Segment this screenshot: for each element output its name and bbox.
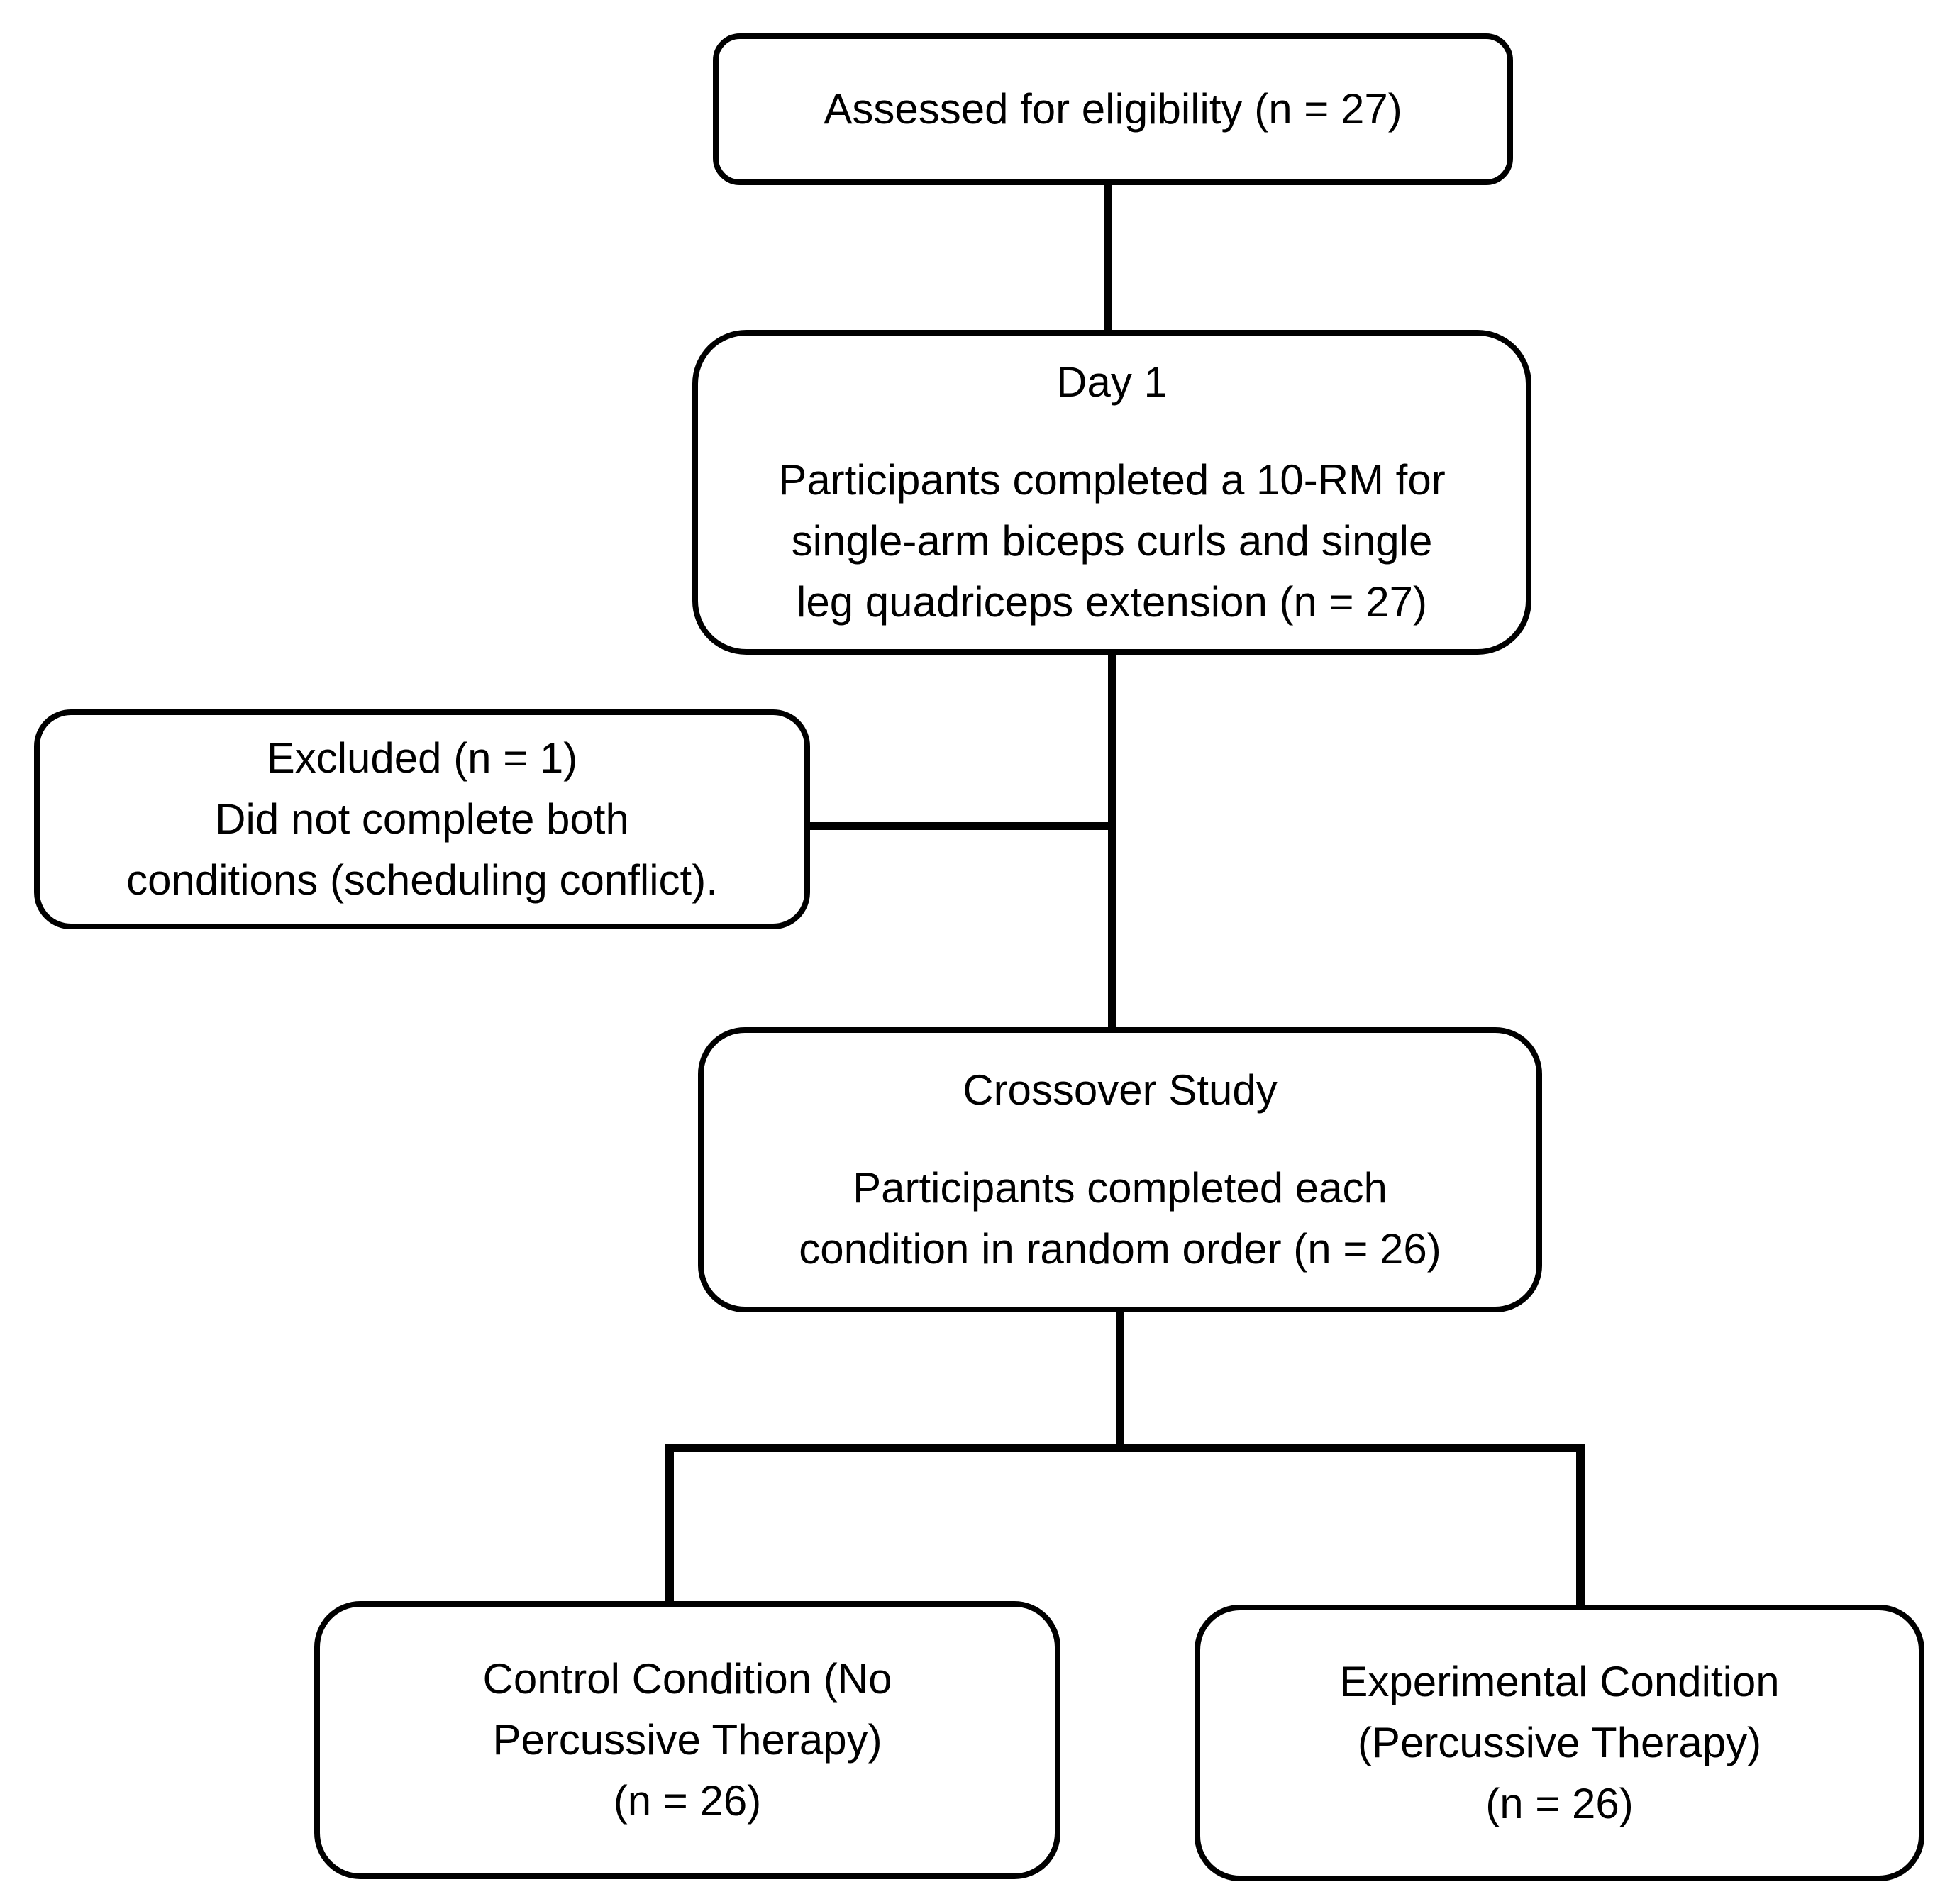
box-control-condition: Control Condition (No Percussive Therapy…: [314, 1601, 1060, 1879]
assessed-label: Assessed for eligibility (n = 27): [824, 85, 1402, 133]
box-excluded: Excluded (n = 1) Did not complete both c…: [34, 709, 810, 929]
box-day1: Day 1 Participants completed a 10-RM for…: [692, 330, 1531, 655]
experimental-line: Experimental Condition: [1339, 1658, 1780, 1705]
connector-branch-horizontal-bar: [665, 1444, 1585, 1452]
box-assessed-eligibility: Assessed for eligibility (n = 27): [713, 33, 1513, 185]
experimental-line: (Percussive Therapy): [1357, 1719, 1762, 1766]
day1-body-line: Participants completed a 10-RM for: [778, 456, 1446, 504]
day1-body-line: single-arm biceps curls and single: [791, 517, 1433, 565]
crossover-body-line: condition in random order (n = 26): [799, 1225, 1441, 1273]
crossover-body-line: Participants completed each: [853, 1164, 1387, 1212]
excluded-line: Did not complete both: [215, 795, 629, 843]
day1-heading: Day 1: [1056, 358, 1168, 406]
connector-branch-to-experimental: [1576, 1444, 1585, 1610]
crossover-heading: Crossover Study: [963, 1066, 1278, 1114]
box-crossover-study: Crossover Study Participants completed e…: [698, 1027, 1542, 1312]
control-line: (n = 26): [613, 1777, 762, 1825]
connector-branch-to-control: [665, 1444, 674, 1605]
connector-assessed-to-day1: [1104, 181, 1112, 333]
control-line: Percussive Therapy): [492, 1716, 882, 1764]
connector-excluded-branch: [807, 822, 1114, 830]
box-experimental-condition: Experimental Condition (Percussive Thera…: [1195, 1605, 1924, 1881]
excluded-line: conditions (scheduling conflict).: [126, 856, 718, 904]
connector-crossover-to-branch: [1116, 1309, 1124, 1449]
connector-day1-to-crossover: [1108, 651, 1116, 1033]
control-line: Control Condition (No: [482, 1655, 892, 1703]
excluded-line: Excluded (n = 1): [266, 734, 578, 782]
experimental-line: (n = 26): [1485, 1780, 1634, 1827]
day1-body-line: leg quadriceps extension (n = 27): [797, 578, 1427, 626]
